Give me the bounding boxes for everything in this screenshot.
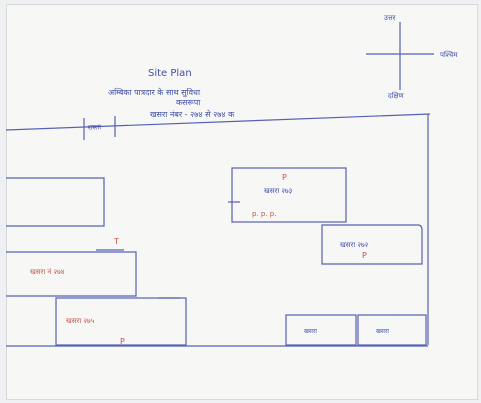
plot-274-outline (6, 251, 137, 297)
paper-sheet (6, 4, 478, 400)
plot-275-outline (55, 297, 187, 346)
header-line-3: खसरा नंबर - २७४ से २७४ क (150, 109, 235, 119)
plot-272-label: खसरा २७२ (340, 241, 369, 249)
compass-east: पश्चिम (440, 50, 458, 59)
plot-272-outline (321, 224, 423, 265)
plot-273-label: खसरा २७३ (264, 187, 293, 195)
mark-272-letter: P (362, 251, 367, 260)
mark-273-letter: P (282, 173, 287, 182)
header-line-2: कसरूपा (176, 98, 201, 107)
road-boundary-line (5, 113, 431, 131)
plot-274-label: खसरा नं २७४ (30, 268, 65, 276)
compass-north: उत्तर (384, 14, 396, 22)
bottom-plot-1-outline (285, 314, 357, 346)
road-label: रास्ता (88, 123, 102, 132)
mark-274-letter: T (113, 237, 119, 246)
left-top-plot (6, 177, 105, 227)
compass-south: दक्षिण (388, 91, 405, 100)
plan-title: Site Plan (148, 68, 192, 79)
plot-275-label: खसरा २७५ (66, 317, 95, 325)
mark-273-letters: p. p. p. (252, 210, 276, 218)
bottom-plot-2-label: खसरा (376, 328, 389, 335)
mark-275-letter: P (120, 337, 125, 346)
plot-273-outline (231, 167, 347, 223)
header-line-1: अम्बिका पात्रदार के साथ सुविधा (108, 87, 201, 98)
bottom-plot-2-outline (357, 314, 427, 346)
bottom-plot-1-label: खसरा (304, 328, 317, 335)
